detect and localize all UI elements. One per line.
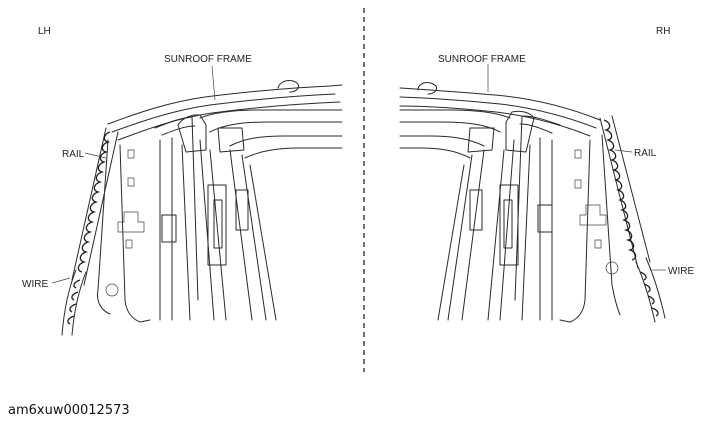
lh-view	[51, 65, 343, 336]
sunroof-frame-label-right: SUNROOF FRAME	[438, 54, 526, 65]
rail-label-right: RAIL	[634, 148, 657, 159]
wire-label-left: WIRE	[22, 279, 48, 290]
sunroof-frame-label-left: SUNROOF FRAME	[164, 54, 252, 65]
rail-label-left: RAIL	[62, 149, 85, 160]
lh-label: LH	[38, 26, 51, 37]
figure-code: am6xuw00012573	[8, 403, 130, 418]
rh-label: RH	[656, 26, 670, 37]
rh-view	[399, 64, 666, 323]
wire-label-right: WIRE	[668, 266, 694, 277]
